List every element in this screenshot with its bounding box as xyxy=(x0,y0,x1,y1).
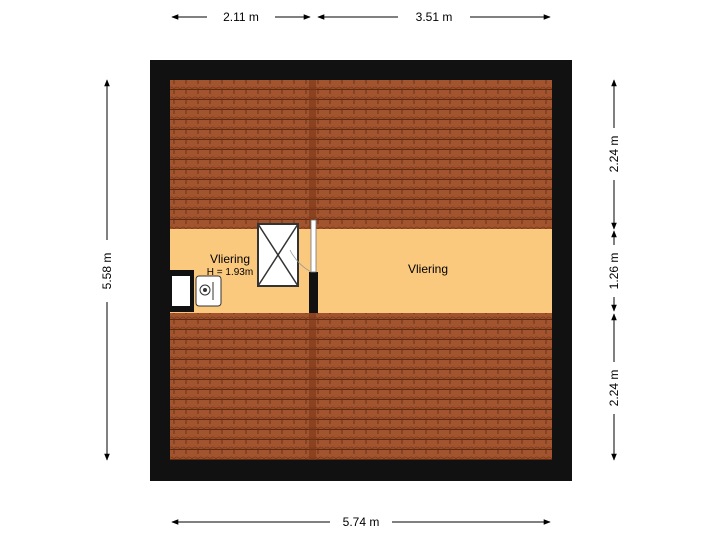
dimension-top-left: 2.11 m xyxy=(171,10,311,24)
dimension-left: 5.58 m xyxy=(100,79,114,461)
dimension-right-bottom: 2.24 m xyxy=(607,313,621,461)
boiler-icon xyxy=(195,275,222,307)
dimension-right-top-label: 2.24 m xyxy=(607,136,621,173)
dimension-right-middle: 1.26 m xyxy=(607,230,621,312)
partition-wall xyxy=(309,272,318,313)
dimension-top-right: 3.51 m xyxy=(317,10,551,24)
dimension-right-middle-label: 1.26 m xyxy=(607,253,621,290)
dimension-bottom-label: 5.74 m xyxy=(343,515,380,529)
dimension-bottom: 5.74 m xyxy=(171,515,551,529)
attic-floor xyxy=(170,229,552,313)
room-label-right: Vliering xyxy=(408,262,448,276)
room-label-left: Vliering xyxy=(210,252,250,266)
roof-area-top xyxy=(170,80,552,229)
dimension-right-top: 2.24 m xyxy=(607,79,621,230)
room-height-left: H = 1.93m xyxy=(207,267,253,278)
stair-hatch xyxy=(257,223,299,287)
door-icon xyxy=(289,219,317,273)
dimension-left-label: 5.58 m xyxy=(100,253,114,290)
dimension-top-left-label: 2.11 m xyxy=(223,10,259,24)
chimney-opening xyxy=(172,276,190,306)
roof-ridge-bottom xyxy=(309,313,316,460)
roof-area-bottom xyxy=(170,313,552,460)
roof-ridge xyxy=(309,80,316,230)
dimension-right-bottom-label: 2.24 m xyxy=(607,370,621,407)
dimension-top-right-label: 3.51 m xyxy=(416,10,453,24)
